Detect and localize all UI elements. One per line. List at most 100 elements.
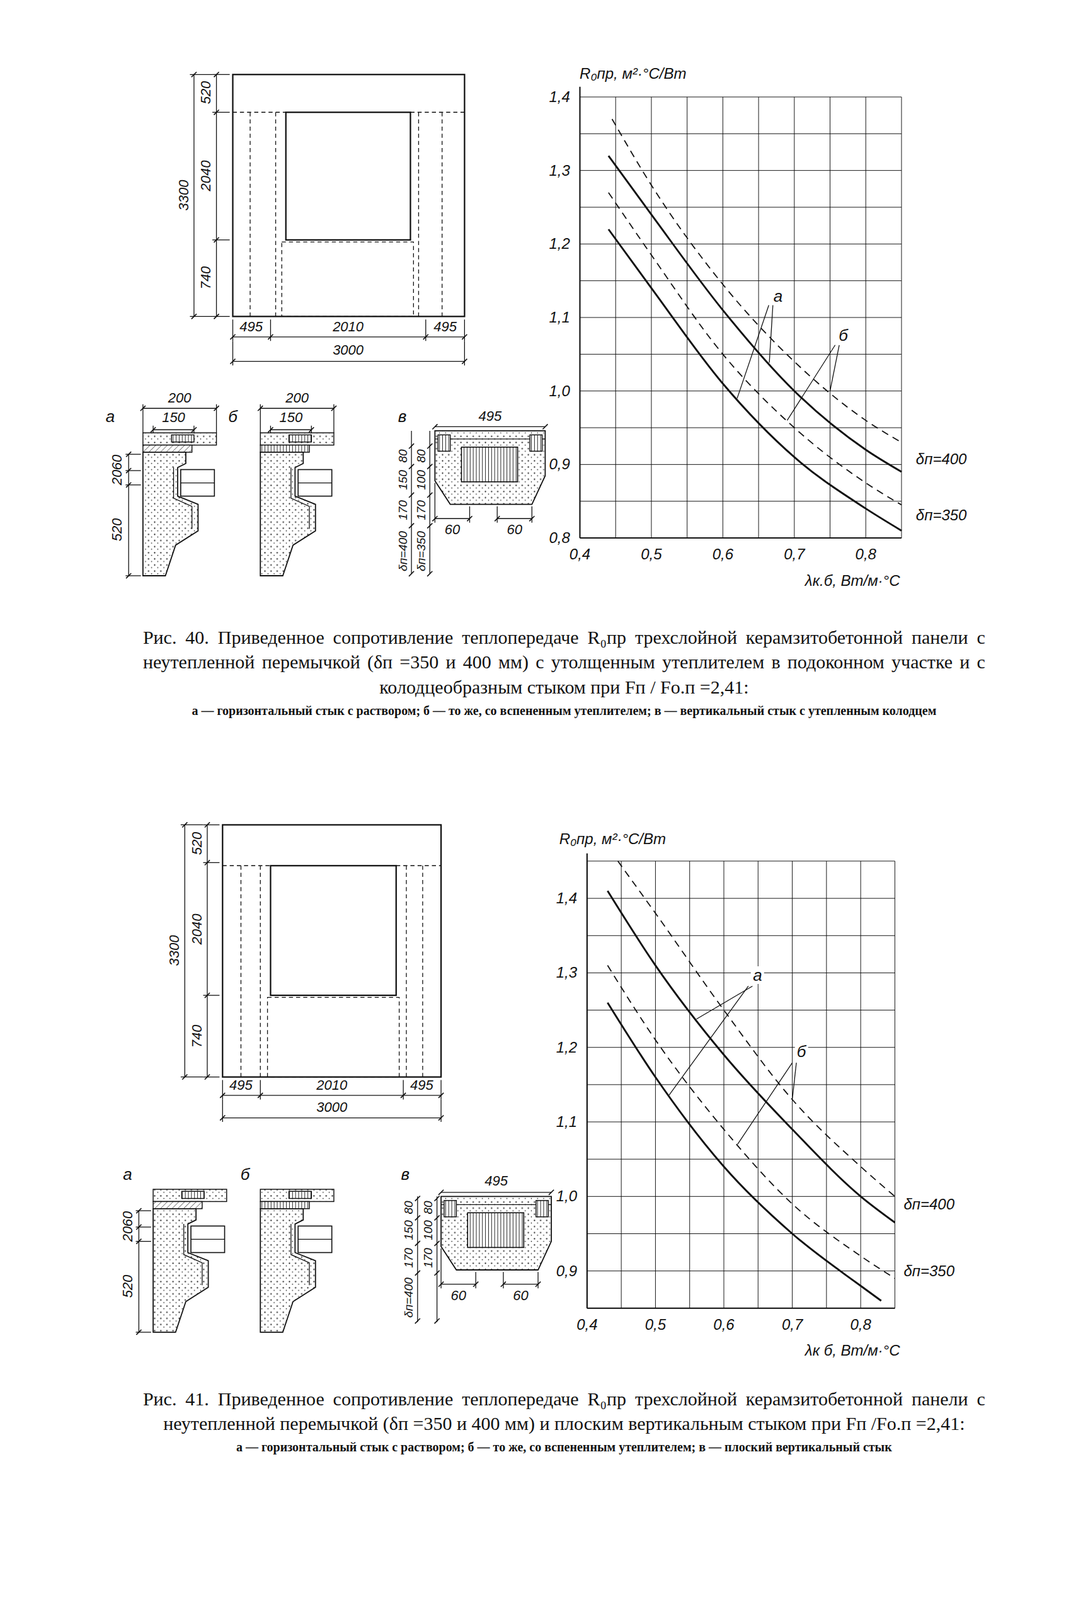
- joint-filling: [153, 1201, 203, 1209]
- solid-curve: [607, 1002, 881, 1301]
- detail-letter: в: [398, 408, 407, 425]
- dimension-label: 495: [484, 1174, 508, 1189]
- dashed-line: [240, 865, 242, 1077]
- dashed-line: [410, 112, 465, 113]
- dimension-label: δп=400: [402, 1277, 415, 1318]
- extension-line: [202, 1076, 220, 1078]
- dimension-line: [429, 430, 431, 574]
- tick-label: 0,9: [548, 456, 570, 472]
- extension-line: [202, 862, 220, 864]
- dimension-tick: [204, 992, 210, 998]
- window-block: [297, 469, 332, 496]
- tick-label: 0,8: [849, 1317, 871, 1333]
- dashed-line: [232, 112, 286, 113]
- axis-label: λк.б, Вт/м·°С: [805, 573, 901, 589]
- curve-label: а: [771, 287, 785, 305]
- dimension-tick: [434, 1215, 440, 1221]
- dimension-tick: [331, 405, 337, 411]
- dimension-tick: [542, 423, 548, 430]
- dimension-label: 2040: [190, 913, 205, 945]
- dashed-line: [405, 865, 407, 1077]
- dimension-line: [417, 1196, 418, 1322]
- dimension-label: 495: [410, 1078, 434, 1093]
- grid-line: [587, 1009, 896, 1011]
- window-block: [297, 1225, 332, 1253]
- dimension-tick: [432, 515, 438, 522]
- dimension-tick: [500, 1282, 506, 1288]
- dashed-line: [260, 865, 261, 1077]
- grid-line: [587, 860, 896, 862]
- caption-legend: а — горизонтальный стык с раствором; б —…: [143, 702, 986, 719]
- solid-curve: [608, 229, 902, 531]
- window-opening: [270, 865, 396, 996]
- panel-section: [434, 430, 545, 505]
- dimension-tick: [408, 443, 414, 449]
- dimension-label: 2010: [316, 1078, 348, 1093]
- dimension-line: [270, 429, 312, 431]
- dimension-tick: [427, 492, 433, 498]
- dimension-tick: [408, 571, 414, 577]
- dimension-tick: [126, 468, 132, 474]
- dimension-tick: [214, 71, 220, 77]
- grid-line: [587, 1307, 896, 1309]
- extension-line: [212, 74, 230, 75]
- axis-label: R₀пр, м²·°С/Вт: [559, 831, 666, 847]
- detail-letter: б: [240, 1166, 251, 1183]
- detail-letter: в: [401, 1166, 411, 1183]
- extension-line: [212, 239, 230, 241]
- tick-label: 1,0: [548, 383, 570, 399]
- dimension-tick: [191, 427, 197, 433]
- dimension-label: 170: [422, 1248, 435, 1269]
- extension-line: [260, 1080, 261, 1100]
- dashed-line: [249, 112, 251, 317]
- axis-line: [579, 537, 901, 539]
- dimension-line: [153, 429, 195, 431]
- dimension-line: [503, 1283, 539, 1285]
- joint-section: [260, 1189, 334, 1333]
- window-block-line: [297, 1239, 332, 1240]
- dimension-tick: [466, 515, 472, 522]
- joint-well: [437, 434, 450, 452]
- insulation-strip: [289, 1191, 312, 1199]
- dashed-line: [222, 865, 271, 867]
- dimension-tick: [126, 482, 132, 488]
- floor-slab: [260, 1189, 334, 1202]
- extension-line: [440, 1248, 441, 1289]
- leader-line: [786, 345, 835, 421]
- dimension-line: [497, 518, 532, 520]
- grid-line: [587, 935, 896, 937]
- dimension-label: 520: [110, 518, 125, 542]
- joint-section: [257, 404, 337, 576]
- dimension-tick: [267, 427, 273, 433]
- axis-line: [587, 1307, 896, 1310]
- grid-line: [579, 206, 901, 208]
- chart: [579, 86, 901, 539]
- dimension-line: [441, 1191, 552, 1193]
- dimension-line: [128, 454, 130, 576]
- dimension-tick: [204, 1074, 210, 1080]
- dimension-tick: [415, 1241, 421, 1247]
- insulation-block: [461, 447, 518, 482]
- dimension-tick: [191, 71, 197, 77]
- extension-line: [440, 1080, 441, 1100]
- panel-outline: [232, 74, 465, 317]
- caption-legend: а — горизонтальный стык с раствором; б —…: [143, 1438, 986, 1456]
- joint-filling: [260, 445, 310, 453]
- dimension-line: [232, 336, 465, 338]
- series-label: δп=400: [916, 451, 968, 467]
- joint-well: [529, 434, 542, 452]
- tick-label: 0,4: [569, 546, 591, 562]
- extension-line: [497, 506, 498, 523]
- panel-elevation: [180, 822, 444, 1123]
- grid-line: [587, 1270, 896, 1272]
- dimension-label: 3000: [316, 1100, 348, 1115]
- curve-label: б: [795, 1042, 809, 1061]
- dimension-label: 495: [433, 320, 457, 334]
- dashed-curve: [608, 192, 902, 506]
- grid-line: [579, 280, 901, 281]
- axis-label: λк б, Вт/м·°С: [805, 1343, 901, 1359]
- dimension-tick: [427, 443, 433, 449]
- extension-line: [202, 994, 220, 996]
- dimension-line: [260, 408, 334, 409]
- window-block: [190, 1225, 225, 1253]
